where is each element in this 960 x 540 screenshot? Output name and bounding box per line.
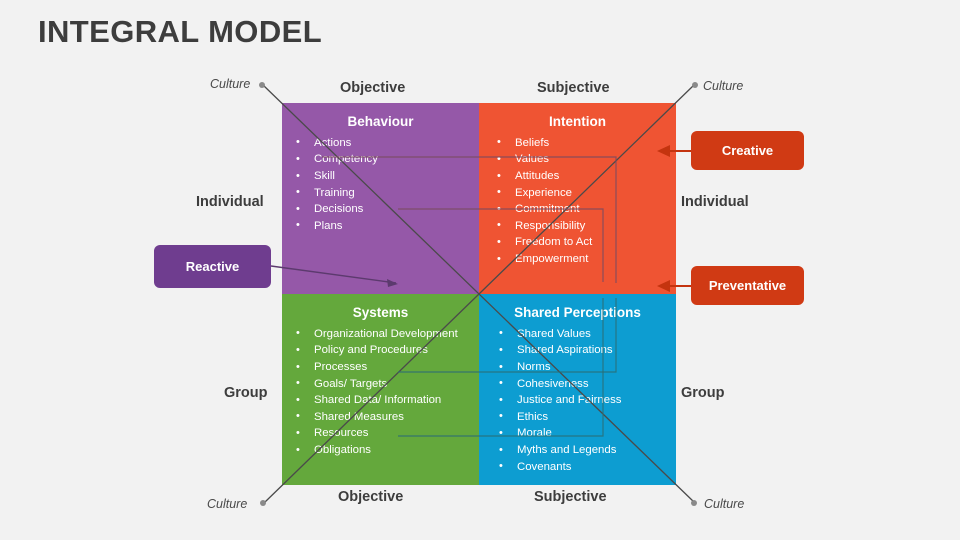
quadrant-shared-perceptions[interactable]: Shared Perceptions Shared Values Shared … [479,294,676,485]
list-item: Justice and Fairness [495,392,672,409]
culture-dot-bottom-right [691,500,697,506]
list-item: Policy and Procedures [292,342,475,359]
culture-dot-top-left [259,82,265,88]
quadrant-behaviour-title: Behaviour [347,114,414,129]
culture-dot-top-right [692,82,698,88]
list-item: Decisions [292,201,475,218]
page-title: INTEGRAL MODEL [38,14,323,49]
culture-label-top-right: Culture [703,79,744,93]
axis-label-individual-right: Individual [681,194,749,210]
list-item: Norms [495,359,672,376]
list-item: Freedom to Act [493,234,672,251]
quadrant-intention-list: Beliefs Values Attitudes Experience Comm… [479,134,676,268]
axis-label-objective-top: Objective [340,80,406,96]
quadrant-systems-title: Systems [352,305,409,320]
list-item: Empowerment [493,251,672,268]
list-item: Actions [292,134,475,152]
list-item: Obligations [292,442,475,459]
list-item: Beliefs [493,134,672,152]
quadrant-shared-perceptions-title: Shared Perceptions [514,305,641,320]
list-item: Shared Values [495,325,672,343]
list-item: Plans [292,217,475,235]
quadrant-behaviour[interactable]: Behaviour Actions Competency Skill Train… [282,103,479,294]
list-item: Shared Data/ Information [292,392,475,409]
list-item: Processes [292,359,475,376]
list-item: Organizational Development [292,325,475,343]
axis-label-individual-left: Individual [196,194,264,210]
quadrant-systems[interactable]: Systems Organizational Development Polic… [282,294,479,485]
list-item: Cohesiveness [495,375,672,393]
culture-label-bottom-left: Culture [207,497,248,511]
list-item: Myths and Legends [495,442,672,459]
quadrant-shared-perceptions-list: Shared Values Shared Aspirations Norms C… [479,325,676,476]
list-item: Skill [292,168,475,185]
list-item: Resources [292,425,475,442]
list-item: Covenants [495,458,672,476]
callout-reactive[interactable]: Reactive [154,245,271,288]
list-item: Shared Aspirations [495,342,672,359]
callout-preventative-label: Preventative [708,278,787,293]
axis-label-subjective-bottom: Subjective [534,489,607,505]
culture-label-bottom-right: Culture [704,497,745,511]
callout-creative-label: Creative [721,143,774,158]
list-item: Training [292,184,475,202]
axis-label-objective-bottom: Objective [338,489,404,505]
axis-label-group-right: Group [681,385,725,401]
list-item: Commitment [493,201,672,218]
callout-preventative[interactable]: Preventative [691,266,804,305]
axis-label-subjective-top: Subjective [537,80,610,96]
culture-label-top-left: Culture [210,77,251,91]
quadrant-intention-title: Intention [549,114,606,129]
list-item: Experience [493,184,672,202]
callout-reactive-label: Reactive [185,259,240,274]
list-item: Attitudes [493,168,672,185]
list-item: Competency [292,151,475,168]
list-item: Morale [495,425,672,442]
callout-creative[interactable]: Creative [691,131,804,170]
integral-model-matrix: Behaviour Actions Competency Skill Train… [282,103,676,485]
list-item: Values [493,151,672,168]
axis-label-group-left: Group [224,385,268,401]
culture-dot-bottom-left [260,500,266,506]
list-item: Responsibility [493,217,672,235]
quadrant-behaviour-list: Actions Competency Skill Training Decisi… [282,134,479,235]
quadrant-intention[interactable]: Intention Beliefs Values Attitudes Exper… [479,103,676,294]
list-item: Shared Measures [292,408,475,426]
list-item: Ethics [495,408,672,426]
quadrant-systems-list: Organizational Development Policy and Pr… [282,325,479,459]
list-item: Goals/ Targets [292,375,475,393]
